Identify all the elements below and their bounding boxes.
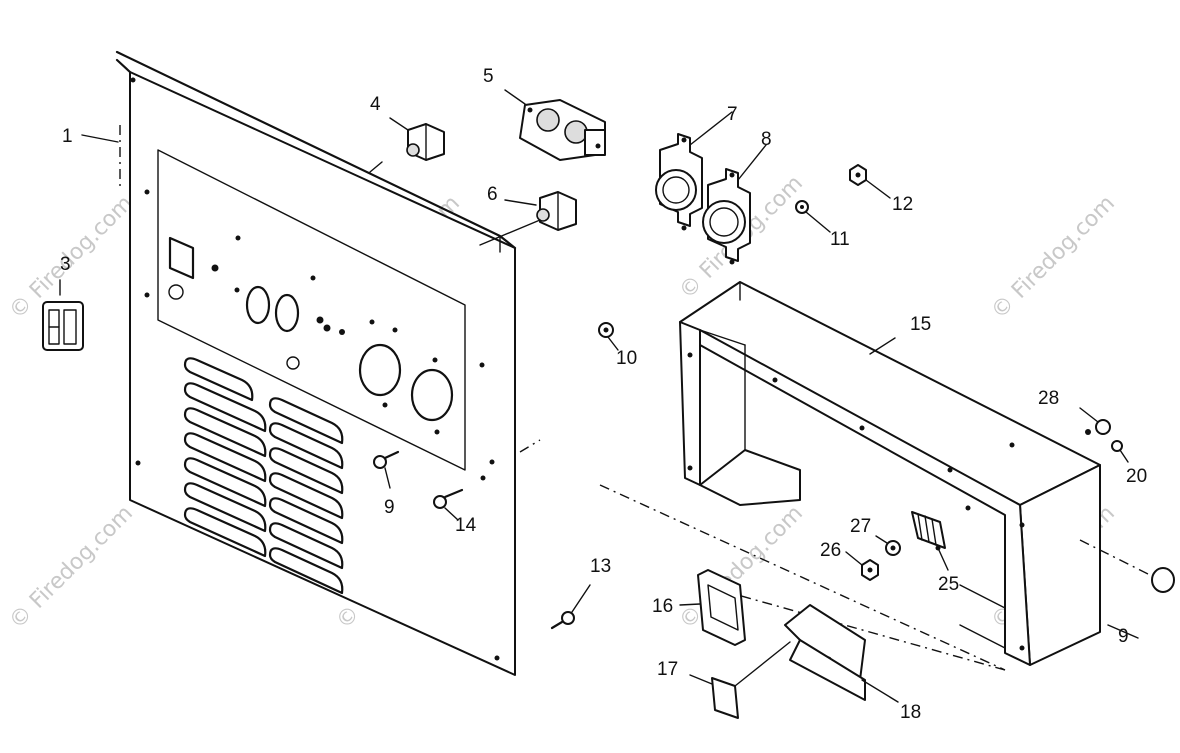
nut-part-27	[885, 540, 901, 556]
duplex-receptacle-part-5	[504, 89, 606, 161]
watermark: © Firedog.com	[5, 501, 138, 634]
leader-26	[845, 551, 863, 566]
terminal-block-part-25	[911, 511, 949, 571]
callout-6: 6	[487, 184, 498, 205]
bracket-part-18	[784, 604, 899, 703]
callout-9-plug: 9	[1118, 626, 1129, 647]
plug-part-9	[1079, 539, 1175, 639]
callout-10: 10	[616, 348, 637, 369]
switch-part-3	[42, 301, 84, 351]
leader-27	[875, 535, 888, 544]
leader-1	[81, 134, 119, 143]
receptacle-part-8	[702, 144, 767, 265]
breaker-part-4	[389, 117, 445, 161]
plate-part-17	[689, 641, 791, 719]
nut-part-10	[598, 322, 619, 351]
callout-7: 7	[727, 104, 738, 125]
bracket-part-16	[679, 569, 746, 646]
nut-part-12	[849, 164, 891, 199]
callout-5: 5	[483, 66, 494, 87]
callout-14: 14	[455, 515, 477, 536]
front-panel	[115, 50, 517, 676]
screw-part-14	[433, 488, 464, 521]
callout-9-panel: 9	[384, 497, 395, 518]
callout-27: 27	[850, 516, 871, 537]
nut-part-26	[861, 559, 879, 581]
watermark: © Firedog.com	[987, 191, 1120, 324]
receptacle-part-7	[655, 111, 733, 231]
callout-18: 18	[900, 702, 921, 723]
callout-8: 8	[761, 129, 772, 150]
callout-numbers: 1 3 4 5 6 7 8 9 9 10 11 12 13 14 15 16 1…	[60, 66, 1147, 723]
callout-20: 20	[1126, 466, 1147, 487]
callout-25: 25	[938, 574, 959, 595]
screw-part-13	[550, 584, 591, 630]
fastener-part-28	[1079, 407, 1111, 435]
breaker-part-6	[479, 191, 577, 246]
callout-11: 11	[830, 229, 850, 250]
callout-4: 4	[370, 94, 381, 115]
fastener-part-20	[1111, 440, 1129, 463]
callout-26: 26	[820, 540, 841, 561]
callout-16: 16	[652, 596, 673, 617]
screw-part-9	[373, 450, 400, 489]
callout-28: 28	[1038, 388, 1059, 409]
leader-4	[369, 161, 383, 173]
louvers-right	[268, 397, 344, 595]
callout-1: 1	[62, 126, 73, 147]
washer-part-11	[795, 200, 831, 233]
callout-12: 12	[892, 194, 913, 215]
louvers-left	[183, 357, 267, 558]
callout-13: 13	[590, 556, 611, 577]
callout-3: 3	[60, 254, 71, 275]
callout-17: 17	[657, 659, 678, 680]
back-box-part-15	[519, 281, 1101, 671]
callout-15: 15	[910, 314, 931, 335]
